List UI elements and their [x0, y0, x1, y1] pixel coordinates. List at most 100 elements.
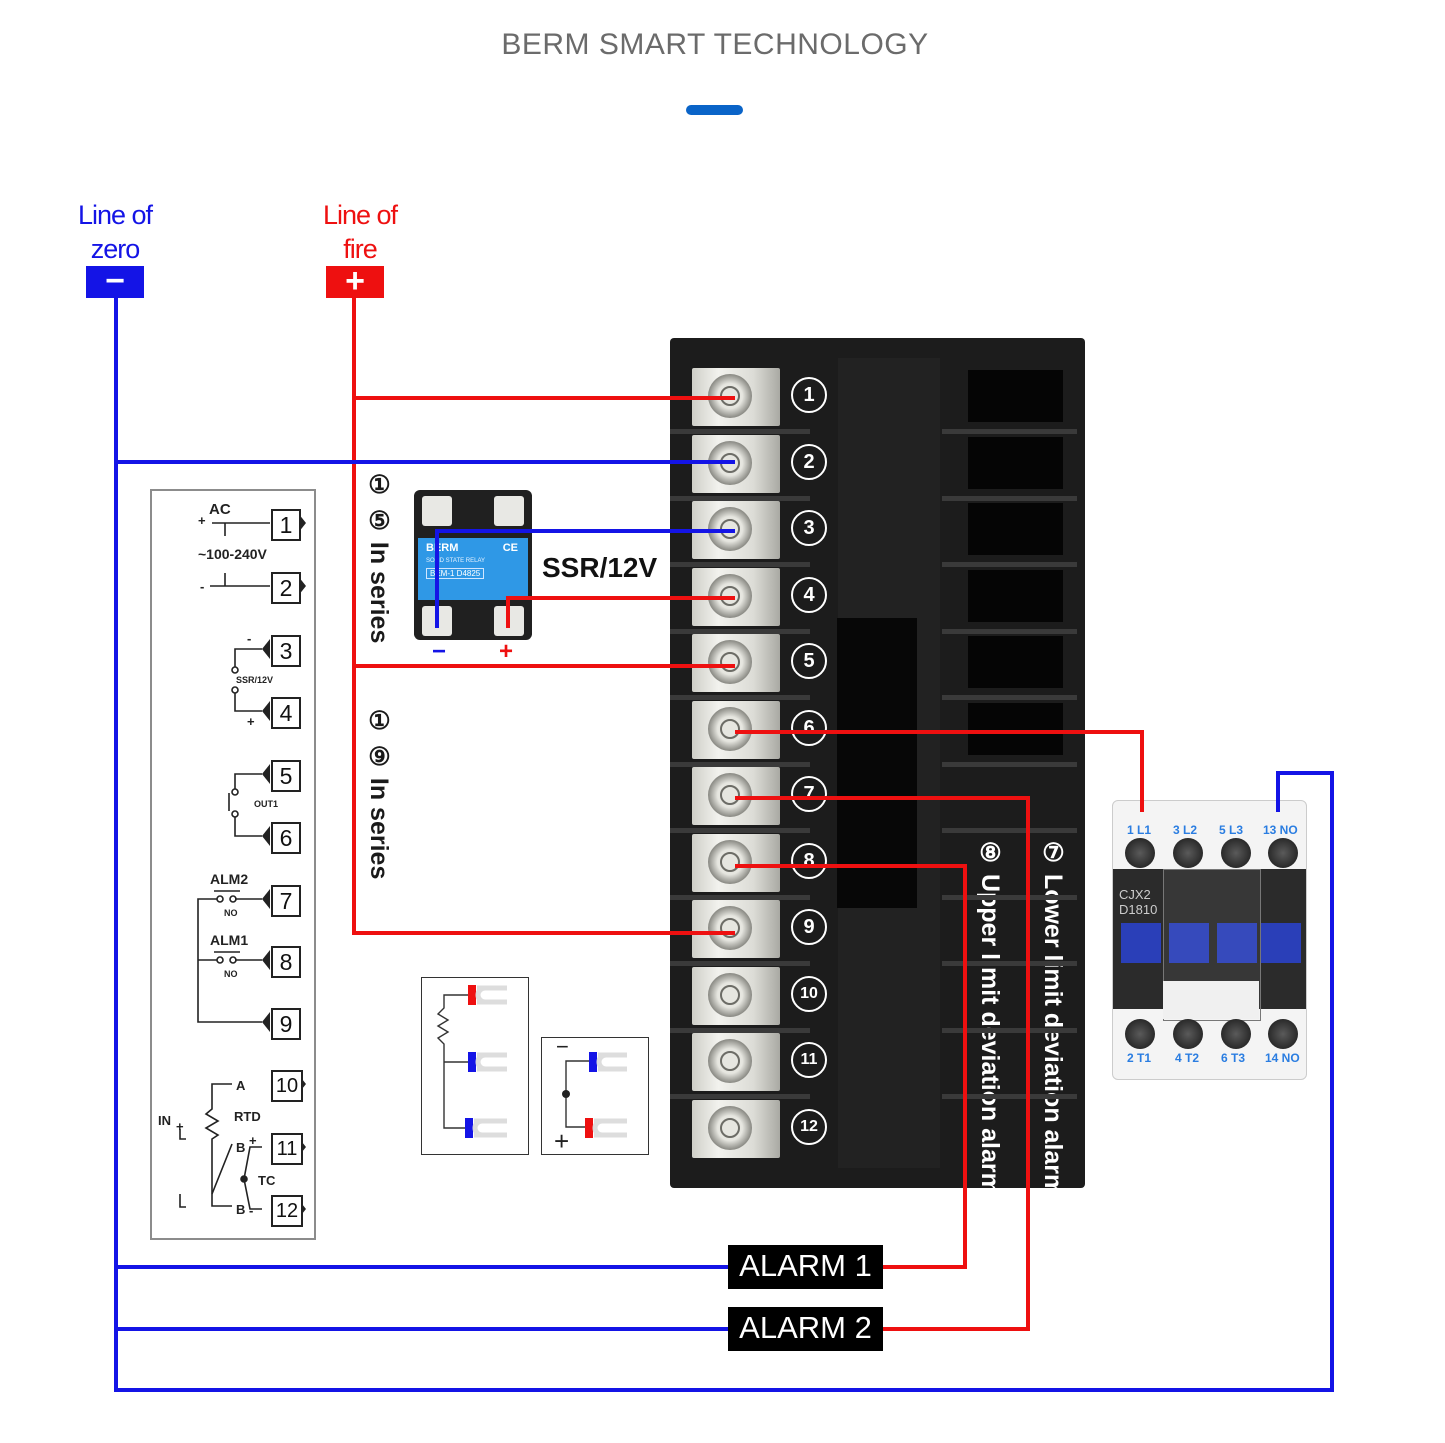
schematic-terminal-6: 6	[271, 822, 301, 854]
contactor-screw-icon	[1221, 838, 1251, 868]
schematic-terminal-1: 1	[271, 509, 301, 541]
contactor-actuator	[1163, 981, 1259, 1019]
wire-t7-alarm2	[735, 796, 1030, 1331]
slot-divider	[942, 761, 1077, 767]
terminal-number-11: 11	[791, 1042, 827, 1078]
ssr-model: BEM-1 D4825	[426, 568, 485, 579]
schematic-terminal-4: 4	[271, 697, 301, 729]
slot-divider	[942, 562, 1077, 567]
slot-divider	[942, 961, 1077, 966]
tc-sensor-diagram: − +	[541, 1034, 649, 1156]
controller-slot	[968, 702, 1063, 755]
controller-window	[837, 618, 917, 908]
ac-plus: +	[198, 513, 206, 528]
terminal-5	[692, 634, 780, 692]
terminal-10	[692, 966, 780, 1025]
contactor-body: CJX2 D1810	[1113, 869, 1306, 1021]
voltage-label: ~100-240V	[198, 546, 267, 562]
contactor-label-t1: 2 T1	[1127, 1051, 1152, 1065]
slot-divider	[942, 1094, 1077, 1099]
terminal-7	[692, 767, 780, 825]
terminal-number-2: 2	[791, 443, 827, 480]
out1-label: OUT1	[254, 799, 279, 809]
fire-line-label-1: Line of	[322, 200, 398, 230]
title-accent-bar	[686, 105, 743, 115]
controller-slot	[968, 503, 1063, 555]
ssr-plus-mark: +	[247, 714, 255, 729]
controller-slot	[968, 569, 1063, 622]
contactor-label-l2: 3 L2	[1173, 823, 1198, 837]
alarm-1-label: ALARM 1	[728, 1245, 883, 1289]
ssr-minus-mark: -	[247, 631, 252, 646]
ssr-plus-label: +	[499, 638, 514, 665]
terminal-number-3: 3	[791, 510, 827, 546]
terminal-divider	[670, 628, 810, 634]
contactor-model: CJX2 D1810	[1119, 887, 1157, 917]
wire-t6-contactor	[735, 730, 1144, 812]
ce-mark-icon: CE	[502, 542, 518, 554]
screw-icon	[708, 573, 752, 618]
series-note-1-9: ① ⑨ In series	[365, 706, 393, 880]
terminal-divider	[670, 495, 810, 501]
tc-label: TC	[258, 1173, 276, 1188]
terminal-divider	[670, 695, 810, 700]
rtd-sensor-diagram	[421, 977, 529, 1155]
alarm-2-label: ALARM 2	[728, 1307, 883, 1351]
schematic-terminal-12: 12	[271, 1195, 303, 1227]
zero-line-label-2: zero	[90, 234, 141, 264]
ssr12v-label: SSR/12V	[236, 675, 274, 685]
contactor-screw-icon	[1221, 1019, 1251, 1049]
alm2-label: ALM2	[210, 871, 249, 887]
neutral-minus-icon: −	[86, 264, 144, 298]
slot-divider	[942, 429, 1077, 434]
schematic-terminal-2: 2	[271, 572, 301, 604]
terminal-4	[692, 567, 780, 626]
contactor-label-t2: 4 T2	[1175, 1051, 1200, 1065]
terminal-divider	[670, 894, 810, 900]
ac-contactor: 1 L1 3 L2 5 L3 13 NO CJX2 D1810 2 T1 4 T…	[1112, 800, 1307, 1080]
ac-minus: -	[200, 579, 205, 594]
tc-minus: -	[249, 1203, 254, 1218]
terminal-number-9: 9	[791, 909, 827, 945]
wire-zero-main	[114, 298, 1334, 1392]
screw-icon	[708, 640, 752, 684]
contactor-label-l1: 1 L1	[1127, 823, 1152, 837]
terminal-number-10: 10	[791, 975, 827, 1012]
screw-icon	[708, 839, 752, 884]
ssr-minus-label: −	[432, 638, 447, 665]
slot-divider	[942, 628, 1077, 634]
ac-label: AC	[209, 501, 231, 518]
contactor-screw-icon	[1173, 838, 1203, 868]
contactor-blue-block	[1169, 923, 1209, 963]
wire-ssr-plus-t4	[506, 596, 735, 628]
terminal-8	[692, 833, 780, 892]
rtd-b-label-2: B	[236, 1202, 246, 1217]
alm2-no-label: NO	[224, 908, 238, 918]
terminal-schematic-panel: AC + ~100-240V - - SSR/12V + OUT1 ALM2 N…	[150, 489, 316, 1240]
terminal-number-8: 8	[791, 842, 827, 879]
terminal-number-7: 7	[791, 776, 827, 812]
controller-slot	[968, 436, 1063, 489]
fire-line-label-2: fire	[343, 234, 378, 264]
temperature-controller: ⑦ Lower limit deviation alarm ⑧ Upper li…	[670, 338, 1085, 1196]
in-label: IN	[158, 1113, 171, 1128]
schematic-terminal-9: 9	[271, 1008, 301, 1040]
contactor-label-t3: 6 T3	[1221, 1051, 1246, 1065]
slot-divider	[942, 1027, 1077, 1033]
slot-divider	[942, 894, 1077, 900]
wire-fire-main	[352, 298, 735, 935]
screw-icon	[708, 706, 752, 751]
series-note-1-5: ① ⑤ In series	[365, 470, 393, 644]
terminal-number-12: 12	[791, 1108, 827, 1145]
tc-sensor-lines	[562, 1052, 627, 1138]
contactor-model-line2: D1810	[1119, 902, 1158, 917]
controller-slot	[968, 370, 1063, 422]
contactor-screw-icon	[1173, 1019, 1203, 1049]
ssr-screw-icon	[494, 496, 524, 526]
contactor-screw-icon	[1268, 838, 1298, 868]
ssr-brand: BERM	[426, 542, 459, 554]
wire-ssr-minus-t3	[435, 529, 735, 628]
schematic-terminal-11: 11	[271, 1133, 303, 1165]
schematic-terminal-3: 3	[271, 635, 301, 667]
